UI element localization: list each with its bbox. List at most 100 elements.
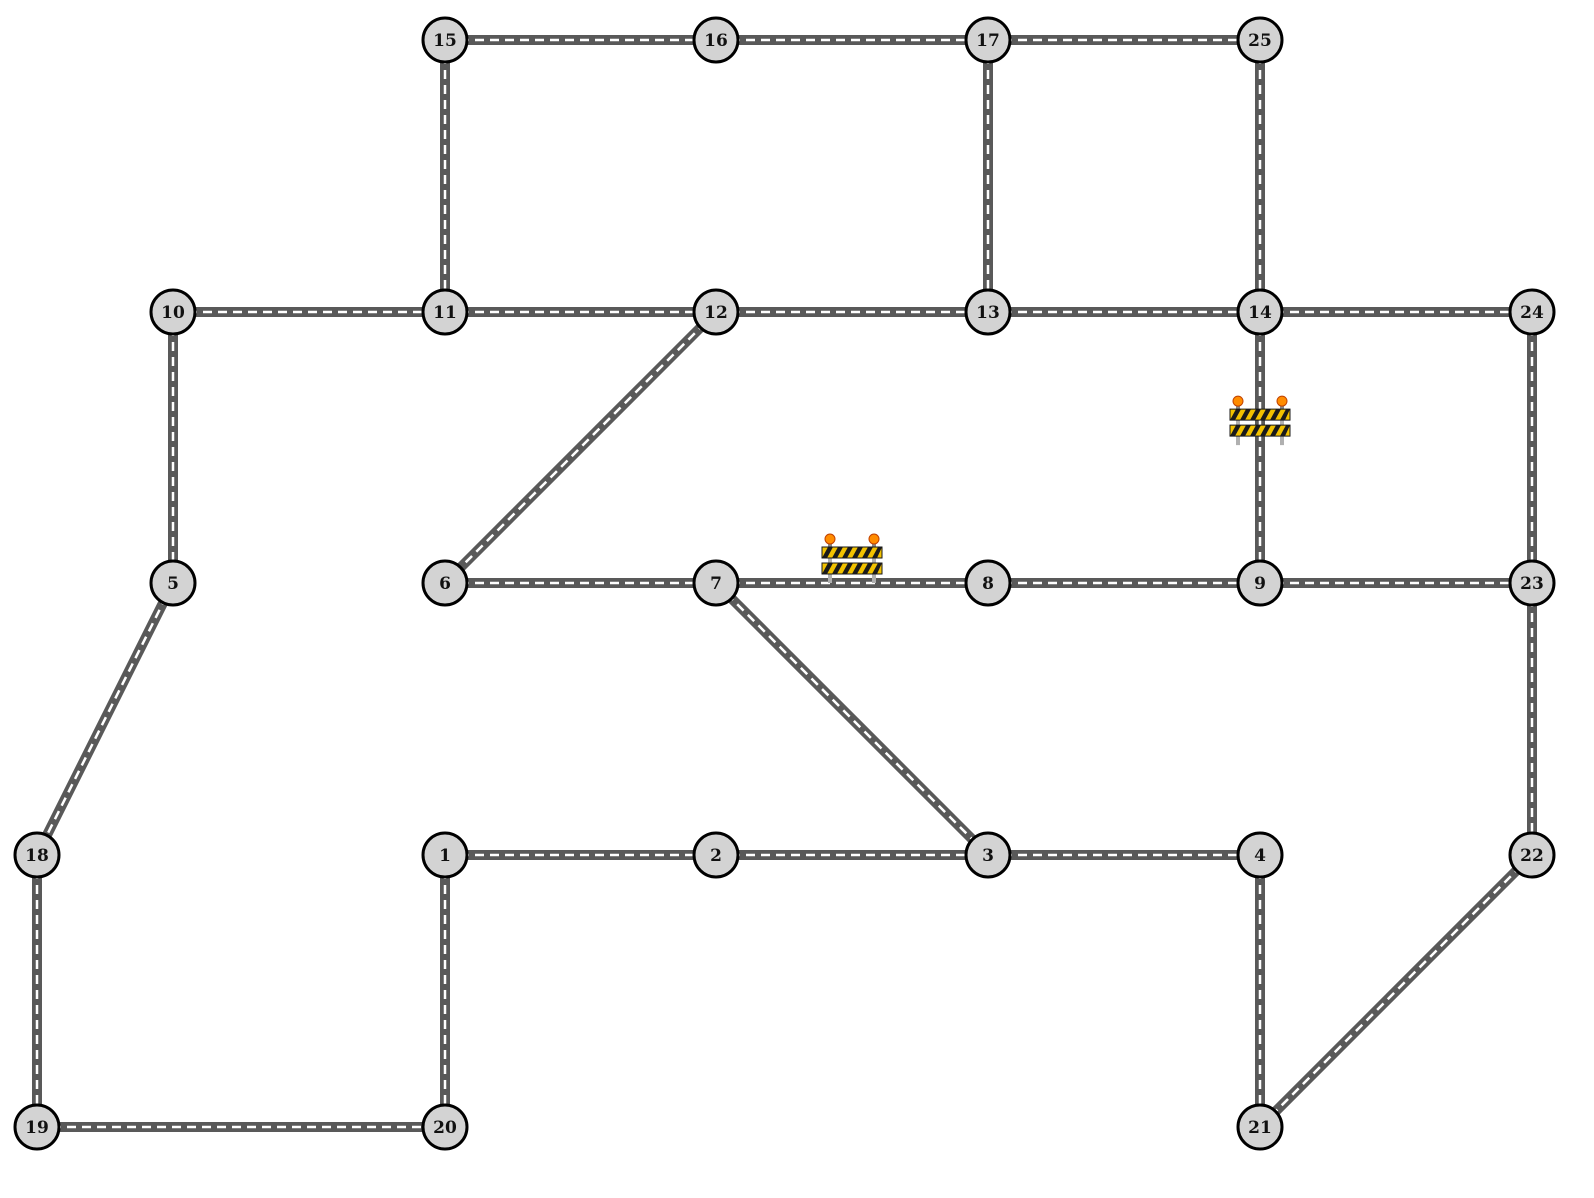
- route-arrow: [438, 742, 452, 754]
- node-label: 9: [1254, 574, 1266, 594]
- node-circle: [421, 288, 469, 336]
- node-circle: [964, 831, 1012, 879]
- route-arrow: [438, 791, 452, 803]
- node-circle: [421, 831, 469, 879]
- node-label: 25: [1248, 31, 1272, 51]
- intersection-node-15: 15: [421, 16, 469, 64]
- node-circle: [149, 288, 197, 336]
- node-circle: [1508, 831, 1556, 879]
- lamp-post: [872, 541, 876, 551]
- warning-light-icon: [824, 533, 836, 545]
- node-circle: [964, 16, 1012, 64]
- node-circle: [692, 831, 740, 879]
- lamp-post: [1236, 403, 1240, 414]
- intersection-node-8: 8: [964, 559, 1012, 607]
- road-barrier: [821, 533, 883, 583]
- intersection-node-24: 24: [1508, 288, 1556, 336]
- node-label: 8: [982, 574, 994, 594]
- node-circle: [421, 16, 469, 64]
- road-7-3: [712, 579, 992, 859]
- node-circle: [1236, 16, 1284, 64]
- node-circle: [1236, 831, 1284, 879]
- intersection-node-10: 10: [149, 288, 197, 336]
- node-circle: [1236, 1103, 1284, 1151]
- intersection-node-18: 18: [13, 831, 61, 879]
- node-circle: [1236, 559, 1284, 607]
- node-label: 1: [439, 846, 451, 866]
- intersection-node-12: 12: [692, 288, 740, 336]
- lane-marking: [444, 311, 717, 584]
- intersection-node-19: 19: [13, 1103, 61, 1151]
- intersection-node-2: 2: [692, 831, 740, 879]
- intersection-node-5: 5: [149, 559, 197, 607]
- barrier-layer: [821, 395, 1291, 583]
- node-circle: [964, 288, 1012, 336]
- lane-marking: [1259, 854, 1533, 1128]
- intersection-node-21: 21: [1236, 1103, 1284, 1151]
- node-label: 22: [1520, 846, 1544, 866]
- intersection-node-7: 7: [692, 559, 740, 607]
- intersection-node-9: 9: [1236, 559, 1284, 607]
- intersection-node-13: 13: [964, 288, 1012, 336]
- node-label: 7: [710, 574, 722, 594]
- route-arrow: [138, 848, 150, 862]
- route-arrow: [89, 848, 101, 862]
- warning-light-icon: [1232, 395, 1244, 407]
- intersection-node-11: 11: [421, 288, 469, 336]
- lamp-post: [828, 541, 832, 551]
- node-label: 3: [982, 846, 994, 866]
- intersection-node-4: 4: [1236, 831, 1284, 879]
- node-label: 21: [1248, 1118, 1272, 1138]
- node-label: 24: [1520, 303, 1544, 323]
- route-arrow: [187, 848, 199, 862]
- route-1-6: [438, 644, 452, 814]
- route-arrow: [334, 848, 346, 862]
- node-circle: [13, 831, 61, 879]
- node-circle: [692, 288, 740, 336]
- warning-light-icon: [868, 533, 880, 545]
- route-layer: [78, 644, 452, 862]
- node-circle: [1508, 559, 1556, 607]
- route-arrow: [236, 848, 248, 862]
- node-label: 17: [976, 31, 1000, 51]
- roads-layer: [32, 35, 1537, 1132]
- barrier-plank-bottom: [1229, 424, 1291, 437]
- node-circle: [1236, 288, 1284, 336]
- lane-marking: [35, 582, 175, 856]
- node-circle: [964, 559, 1012, 607]
- node-label: 5: [167, 574, 179, 594]
- intersection-node-16: 16: [692, 16, 740, 64]
- node-label: 14: [1248, 303, 1272, 323]
- node-label: 2: [710, 846, 722, 866]
- node-label: 18: [25, 846, 49, 866]
- node-label: 19: [25, 1118, 49, 1138]
- intersection-node-3: 3: [964, 831, 1012, 879]
- route-arrow: [285, 848, 297, 862]
- road-barrier: [1229, 395, 1291, 446]
- node-label: 13: [976, 303, 1000, 323]
- intersection-node-25: 25: [1236, 16, 1284, 64]
- barrier-plank-bottom: [821, 562, 883, 575]
- route-arrow: [438, 644, 452, 656]
- node-circle: [421, 1103, 469, 1151]
- node-label: 12: [704, 303, 728, 323]
- node-circle: [1508, 288, 1556, 336]
- lane-marking: [715, 582, 989, 856]
- node-label: 23: [1520, 574, 1544, 594]
- route-arrow: [438, 693, 452, 705]
- node-label: 20: [433, 1118, 457, 1138]
- road-12-6: [441, 308, 720, 587]
- lamp-post: [1280, 403, 1284, 414]
- intersection-node-22: 22: [1508, 831, 1556, 879]
- node-circle: [13, 1103, 61, 1151]
- intersection-node-14: 14: [1236, 288, 1284, 336]
- node-label: 4: [1254, 846, 1266, 866]
- barrier-plank-top: [1229, 408, 1291, 421]
- node-circle: [421, 559, 469, 607]
- road-5-18: [32, 580, 178, 858]
- intersection-node-20: 20: [421, 1103, 469, 1151]
- node-label: 10: [161, 303, 185, 323]
